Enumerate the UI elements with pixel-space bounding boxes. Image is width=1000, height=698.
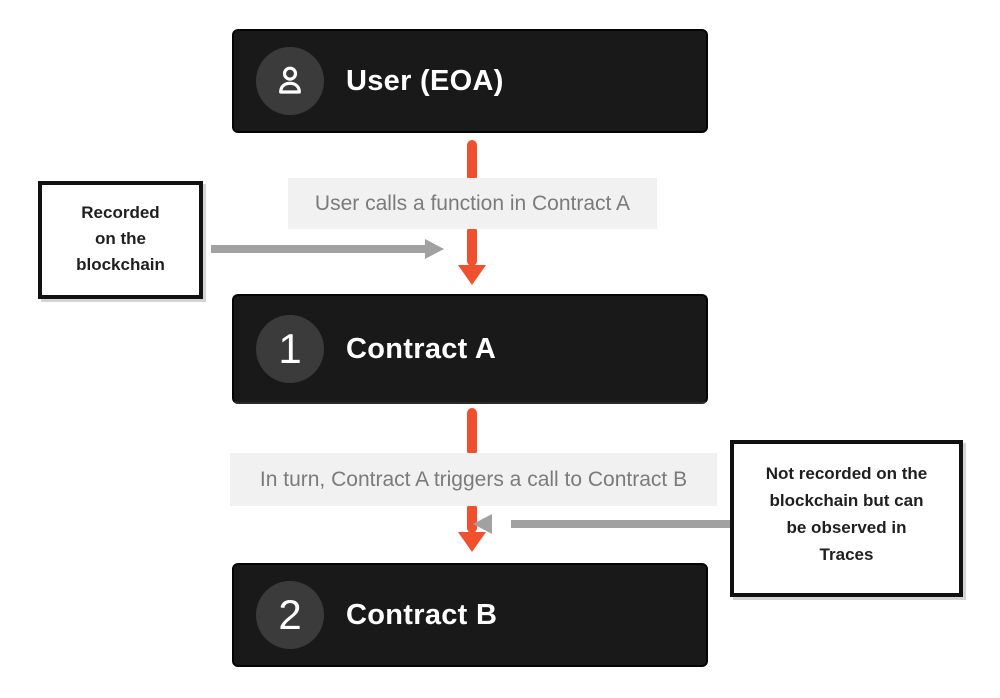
flow-arrow-1-down-icon	[458, 265, 486, 285]
edge-label-a-to-b: In turn, Contract A triggers a call to C…	[230, 453, 717, 506]
node-contract-a: 1 Contract A	[232, 294, 708, 404]
node-label-contract-b: Contract B	[346, 598, 498, 631]
edge-label-user-to-a: User calls a function in Contract A	[288, 178, 657, 229]
annotation-line: Recorded	[81, 203, 160, 222]
annotation-arrow-right-icon	[425, 239, 444, 259]
annotation-arrow-left-shaft	[211, 245, 425, 253]
flow-arrow-2-line-bottom	[467, 503, 477, 533]
annotation-line: on the	[95, 229, 146, 248]
step-1-badge: 1	[256, 315, 324, 383]
annotation-line: blockchain	[76, 255, 165, 274]
annotation-line: Not recorded on the	[765, 464, 928, 483]
annotation-line: Traces	[819, 545, 874, 564]
annotation-not-recorded-traces: Not recorded on the blockchain but can b…	[730, 440, 963, 597]
annotation-recorded-on-blockchain: Recorded on the blockchain	[38, 181, 203, 299]
node-contract-b: 2 Contract B	[232, 563, 708, 667]
user-avatar-circle	[256, 47, 324, 115]
user-icon	[256, 47, 324, 115]
annotation-arrow-right-shaft	[511, 520, 730, 528]
flow-arrow-1-line-bottom	[467, 226, 477, 266]
node-label-user: User (EOA)	[346, 64, 504, 97]
flow-arrow-2-down-icon	[458, 532, 486, 552]
node-label-contract-a: Contract A	[346, 332, 497, 365]
annotation-arrow-left-icon	[473, 514, 492, 534]
annotation-line: blockchain but can	[769, 491, 924, 510]
annotation-line: be observed in	[786, 518, 907, 537]
flow-arrow-2-line-top	[467, 408, 477, 456]
node-user-eoa: User (EOA)	[232, 29, 708, 133]
flow-arrow-1-line-top	[467, 140, 477, 182]
step-2-badge: 2	[256, 581, 324, 649]
